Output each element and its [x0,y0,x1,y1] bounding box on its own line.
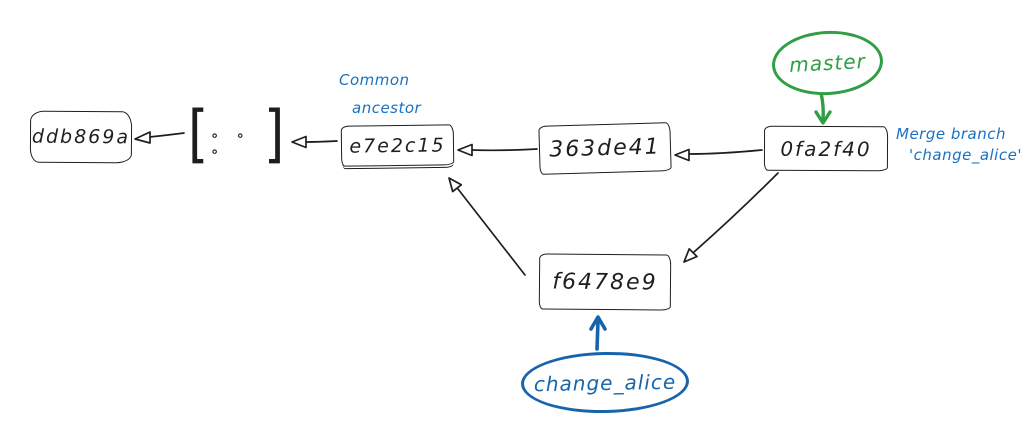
bracket-left: [ [187,97,209,170]
arrow-e7e2c15-to-ellipsis [291,135,338,149]
commit-hash-label: ddb869a [31,125,131,149]
branch-name: master [788,49,867,77]
commit-node-f6478e9: f6478e9 [538,253,672,311]
arrow-ellipsis-to-ddb869a [134,131,185,144]
branch-label-change-alice: change_alice [520,350,690,415]
commit-node-e7e2c15: e7e2c15 [340,124,455,167]
ellipsis-dots: ∘ ∘ ∘ [210,128,251,160]
commit-node-ellipsis: [ ∘ ∘ ∘ ] [186,102,286,166]
commit-node-0fa2f40: 0fa2f40 [763,125,889,172]
annotation-common-ancestor: Common ancestor [339,66,421,122]
arrow-0fa2f40-to-f6478e9 [683,172,779,263]
annotation-line: Merge branch [896,125,1006,143]
commit-node-363de41: 363de41 [538,122,672,175]
annotation-line: 'change_alice' [909,146,1022,164]
arrow-f6478e9-to-e7e2c15 [448,177,526,276]
commit-hash-label: 0fa2f40 [780,136,872,161]
branch-label-master: master [770,28,885,98]
annotation-merge-branch: Merge branch 'change_alice' [896,124,1022,166]
arrow-363de41-to-e7e2c15 [457,143,538,157]
arrow-0fa2f40-to-363de41 [674,148,763,162]
commit-hash-label: e7e2c15 [349,133,446,158]
annotation-line: Common [339,71,410,89]
commit-hash-label: f6478e9 [552,269,658,295]
annotation-line: ancestor [352,99,422,117]
bracket-right: ] [263,97,285,170]
commit-node-ddb869a: ddb869a [29,110,133,164]
branch-name: change_alice [533,369,677,396]
arrow-change-alice-to-f6478e9 [589,315,607,351]
commit-hash-label: 363de41 [548,134,662,163]
arrow-master-to-0fa2f40 [814,91,832,125]
